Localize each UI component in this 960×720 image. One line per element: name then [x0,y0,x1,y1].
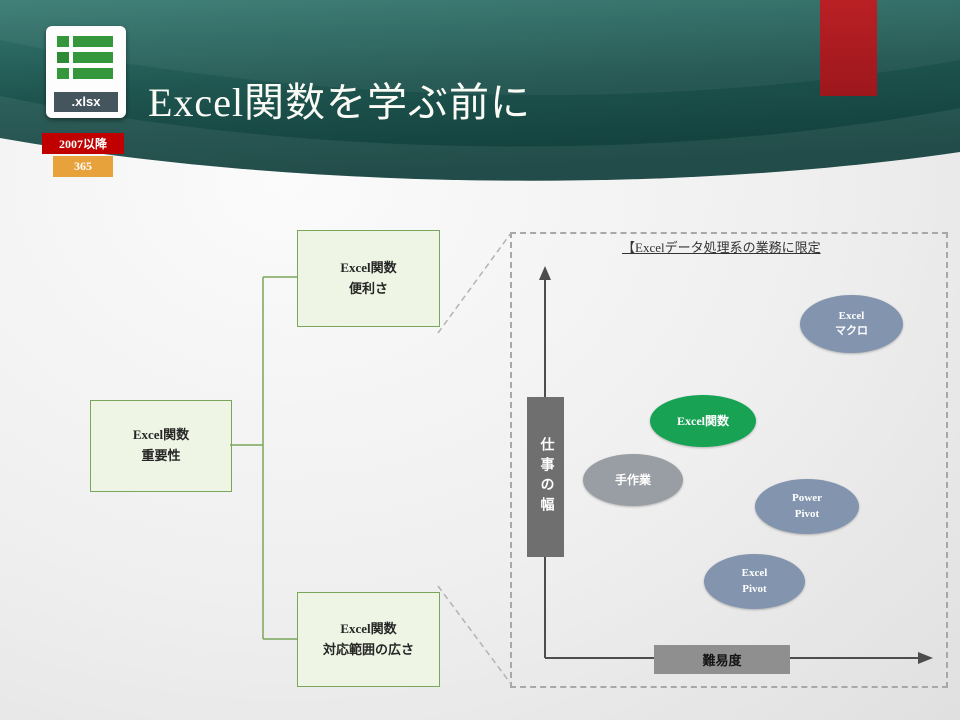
hierarchy-box-coverage: Excel関数 対応範囲の広さ [297,592,440,687]
spreadsheet-icon [57,36,115,88]
hierarchy-connectors [230,276,297,640]
chart-panel [510,232,948,688]
bubble-excel-pivot: Excel Pivot [704,554,805,609]
red-accent-bar [820,0,877,96]
zoom-dashed-lines [437,232,512,685]
page-title: Excel関数を学ぶ前に [148,80,532,125]
bubble-excel-macro: Excel マクロ [800,295,903,353]
bubble-power-pivot: Power Pivot [755,479,859,534]
hierarchy-box-convenience: Excel関数 便利さ [297,230,440,327]
y-axis-label: 仕事の幅 [527,397,564,557]
m365-badge: 365 [53,156,113,177]
version-badge: 2007以降 [42,133,124,154]
header-band [0,0,960,181]
bubble-manual-work: 手作業 [583,454,683,506]
chart-note: 【Excelデータ処理系の業務に限定 [622,240,821,255]
bubble-excel-functions: Excel関数 [650,395,756,447]
x-axis-label: 難易度 [654,645,790,674]
hierarchy-box-importance: Excel関数 重要性 [90,400,232,492]
xlsx-extension-badge: .xlsx [54,92,118,112]
excel-file-icon: .xlsx [46,26,126,118]
